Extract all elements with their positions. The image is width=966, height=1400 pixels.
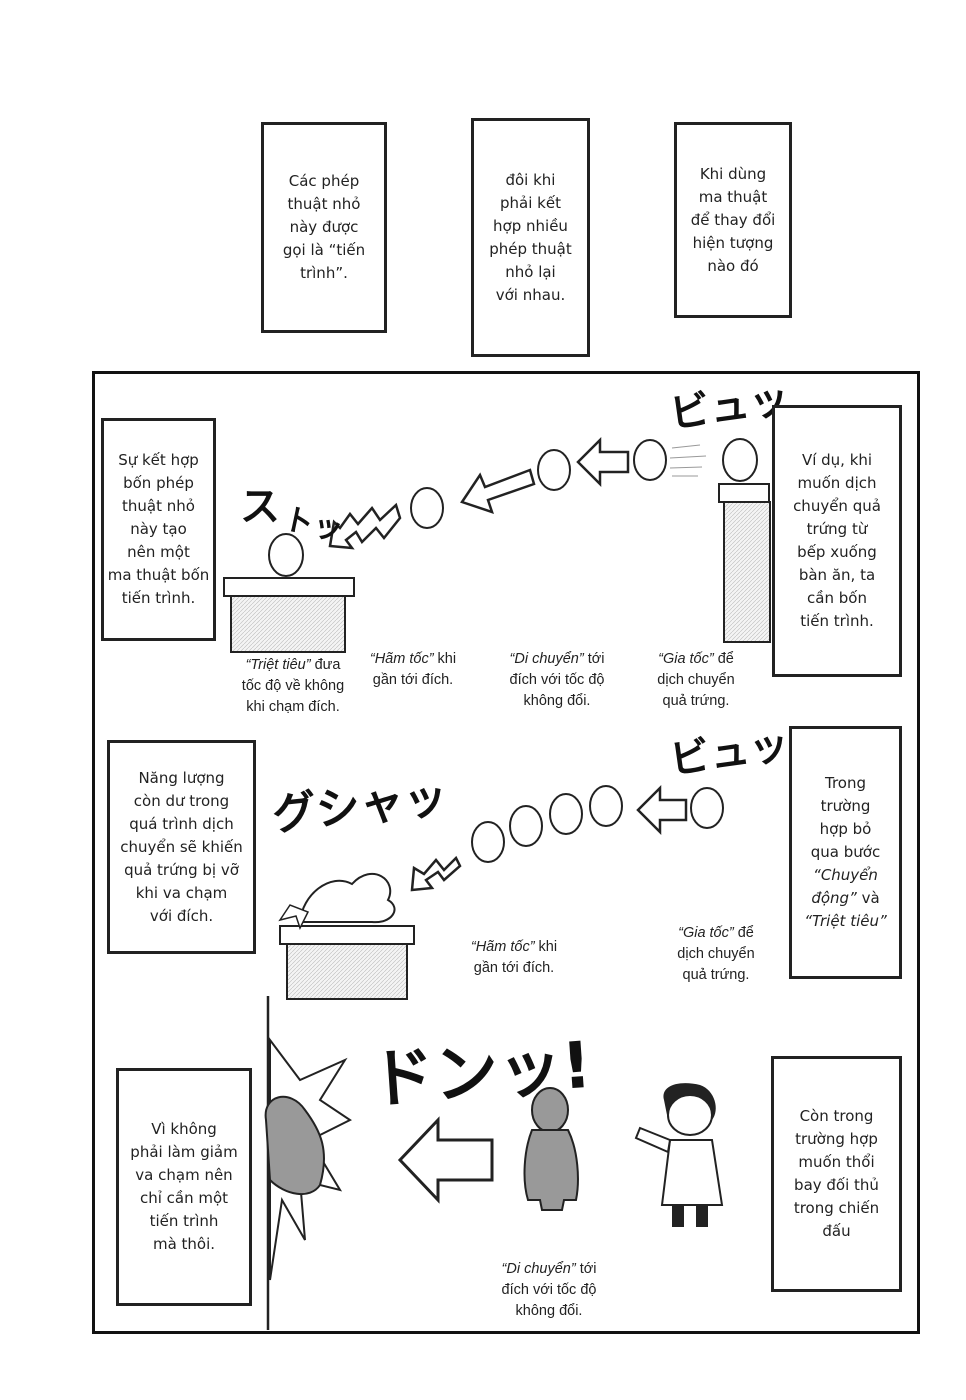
caption-term: “Triệt tiêu” xyxy=(245,657,311,673)
caster-character-icon xyxy=(634,1083,724,1227)
narration-box-blow-away: Còn trong trường hợp muốn thổi bay đối t… xyxy=(771,1056,902,1292)
egg-icon xyxy=(633,439,667,481)
caption-decelerate: “Hãm tốc” khi gần tới đích. xyxy=(456,916,572,979)
egg-icon xyxy=(537,449,571,491)
egg-icon xyxy=(471,821,505,863)
narration-text: Trong trường hợp bỏ qua bước xyxy=(810,774,881,861)
pedestal-start xyxy=(718,483,771,643)
caption-rest: khi gần tới đích. xyxy=(473,939,558,976)
sfx-gusha: グシャッ xyxy=(270,772,450,841)
caption-term: “Di chuyển” xyxy=(509,651,584,667)
sfx-byu: ビュッ xyxy=(667,722,792,784)
caption-rest: tới đích với tốc độ không đổi. xyxy=(509,651,605,709)
narration-box-leftover-energy: Năng lượng còn dư trong quá trình dịch c… xyxy=(107,740,256,954)
sfx-don: ドンッ! xyxy=(368,1029,594,1118)
comic-frame xyxy=(92,371,920,1334)
caption-move: “Di chuyển” tới đích với tốc độ không đổ… xyxy=(492,628,622,712)
narration-term: “Triệt tiêu” xyxy=(804,912,887,930)
zigzag-arrow-icon xyxy=(410,855,462,892)
narration-box-combination: Sự kết hợp bốn phép thuật nhỏ này tạo nê… xyxy=(101,418,216,641)
caption-rest: để dịch chuyển quả trứng. xyxy=(677,925,755,983)
arrow-left-icon xyxy=(576,436,630,488)
narration-text: và xyxy=(861,889,880,907)
pedestal-broken xyxy=(279,925,415,1000)
caption-accelerate: “Gia tốc” để dịch chuyển quả trứng. xyxy=(660,902,772,986)
egg-icon xyxy=(589,785,623,827)
narration-box-combine: đôi khi phải kết hợp nhiều phép thuật nh… xyxy=(471,118,590,357)
narration-box-one-process: Vì không phải làm giảm va chạm nên chỉ c… xyxy=(116,1068,252,1306)
sfx-su: ス xyxy=(240,484,280,530)
narration-text: Ví dụ, khi muốn dịch chuyển quả trứng từ… xyxy=(793,451,881,630)
pedestal-goal xyxy=(223,577,355,653)
narration-text: Các phép thuật nhỏ này được gọi là “tiến… xyxy=(282,172,366,282)
narration-box-example: Ví dụ, khi muốn dịch chuyển quả trứng từ… xyxy=(772,405,902,677)
arrow-left-big-icon xyxy=(397,1116,494,1204)
egg-icon xyxy=(410,487,444,529)
caption-rest: để dịch chuyển quả trứng. xyxy=(657,651,735,709)
egg-icon xyxy=(549,793,583,835)
arrow-left-icon xyxy=(460,468,536,514)
egg-icon xyxy=(690,787,724,829)
narration-term: “Chuyển động” xyxy=(811,866,878,907)
egg-icon xyxy=(722,438,758,482)
speed-lines xyxy=(669,444,707,477)
caption-rest: đưa tốc độ về không khi chạm đích. xyxy=(241,657,345,715)
caption-accelerate: “Gia tốc” để dịch chuyển quả trứng. xyxy=(640,628,752,712)
narration-box-skip-steps: Trong trường hợp bỏ qua bước “Chuyển độn… xyxy=(789,726,902,979)
narration-text: Vì không phải làm giảm va chạm nên chỉ c… xyxy=(130,1120,238,1253)
narration-box-processes: Các phép thuật nhỏ này được gọi là “tiến… xyxy=(261,122,387,333)
arrow-left-icon xyxy=(636,784,688,836)
broken-egg-icon xyxy=(298,872,396,924)
egg-icon xyxy=(509,805,543,847)
narration-box-magic: Khi dùng ma thuật để thay đổi hiện tượng… xyxy=(674,122,792,318)
narration-text: Còn trong trường hợp muốn thổi bay đối t… xyxy=(793,1107,880,1240)
enemy-silhouette-icon xyxy=(523,1087,579,1211)
caption-term: “Hãm tốc” xyxy=(470,939,535,955)
caption-rest: khi gần tới đích. xyxy=(372,651,457,688)
narration-text: Khi dùng ma thuật để thay đổi hiện tượng… xyxy=(690,164,776,275)
caption-term: “Hãm tốc” xyxy=(369,651,434,667)
narration-text: Năng lượng còn dư trong quá trình dịch c… xyxy=(120,768,243,925)
caption-term: “Di chuyển” xyxy=(501,1261,576,1277)
narration-text: Sự kết hợp bốn phép thuật nhỏ này tạo nê… xyxy=(107,451,210,607)
caption-decelerate: “Hãm tốc” khi gần tới đích. xyxy=(358,628,468,691)
caption-rest: tới đích với tốc độ không đổi. xyxy=(501,1261,597,1319)
egg-icon xyxy=(268,533,304,577)
caption-move: “Di chuyển” tới đích với tốc độ không đổ… xyxy=(484,1238,614,1322)
caption-term: “Gia tốc” xyxy=(678,925,734,941)
zigzag-arrow-icon xyxy=(328,502,402,550)
narration-text: đôi khi phải kết hợp nhiều phép thuật nh… xyxy=(489,170,572,304)
caption-cancel: “Triệt tiêu” đưa tốc độ về không khi chạ… xyxy=(228,634,358,718)
enemy-silhouette-icon xyxy=(264,1095,326,1196)
caption-term: “Gia tốc” xyxy=(658,651,714,667)
